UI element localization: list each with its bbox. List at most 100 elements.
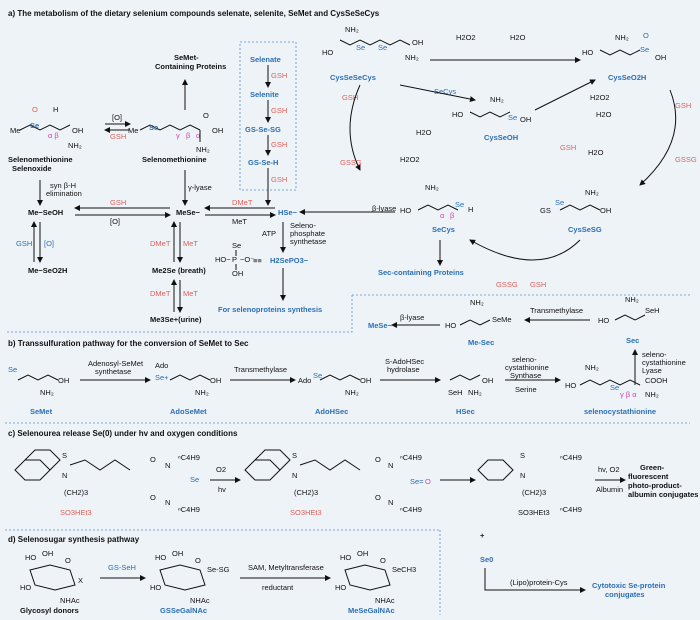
gseh-node-label: GS-Se-H [248,158,278,167]
svg-text:OH: OH [655,53,666,62]
svg-text:ⁿC4H9: ⁿC4H9 [178,453,200,462]
svg-text:S: S [520,451,525,460]
o-blue-label: [O] [44,239,54,248]
secys-label: SeCys [432,225,455,234]
svg-text:NH₂: NH₂ [425,183,439,192]
svg-text:Ado: Ado [155,361,168,370]
secys-arrow-label: SeCys [434,87,456,96]
h2o2-right: H2O2 [590,93,610,102]
cyssesg-label: CysSeSG [568,225,602,234]
selenophosphate-structure: Se HO− P −O⁻ OH [215,241,254,278]
gssg-bottom: GSSG [496,280,518,289]
header-c: c) Selenourea release Se(0) under hv and… [8,429,238,438]
o-bracket-label: [O] [112,113,122,122]
svg-text:NH₂: NH₂ [345,388,359,397]
svg-text:OH: OH [412,38,423,47]
svg-text:Se: Se [555,198,564,207]
dmet-label: DMeT [232,198,253,207]
svg-text:OH: OH [232,269,243,278]
svg-text:OH: OH [357,549,368,558]
svg-text:γ β α: γ β α [620,390,637,399]
gssegalnac-structure: HO OH O HO Se-SG NHAc [150,549,230,605]
svg-text:Se: Se [8,365,17,374]
svg-text:Ado: Ado [298,376,311,385]
svg-text:O: O [150,455,156,464]
mese-minus-right-label: MeSe− [368,321,393,330]
gssg-node-label: GS-Se-SG [245,125,281,134]
cysseoh-structure: HO NH₂ Se OH [452,95,531,124]
svg-text:HO: HO [452,110,463,119]
svg-text:P: P [232,255,237,264]
svg-text:S: S [62,451,67,460]
gsh-left-cycle: GSH [342,93,358,102]
svg-text:NH₂: NH₂ [468,388,482,397]
gsh-right: GSH [560,143,576,152]
svg-text:N: N [165,461,170,470]
svg-text:Me: Me [10,126,20,135]
selenite-label: Selenite [250,90,279,99]
svg-text:Se: Se [313,371,322,380]
svg-text:O: O [203,111,209,120]
svg-text:Se: Se [149,123,158,132]
svg-text:Se: Se [455,200,464,209]
svg-text:Se: Se [378,43,387,52]
svg-text:(CH2)3: (CH2)3 [522,488,546,497]
svg-text:S: S [292,451,297,460]
se0-arrow [484,568,586,593]
svg-text:ⁿC4H9: ⁿC4H9 [560,505,582,514]
svg-text:OH: OH [210,376,221,385]
svg-text:OH: OH [360,376,371,385]
sec-structure: HO NH₂ SeH [598,295,660,325]
svg-text:HO: HO [565,381,576,390]
svg-text:O: O [150,493,156,502]
beta-lyase-label-2: β-lyase [400,313,424,322]
svg-text:NH₂: NH₂ [625,295,639,304]
svg-text:H: H [53,105,58,114]
cysseo2h-label: CysSeO2H [608,73,646,82]
met-label-2: MeT [183,239,198,248]
plus-sign: + [480,531,485,540]
dmet-label-3: DMeT [150,289,171,298]
selenocystathionine-structure: HO NH₂ Se γ β α COOH NH₂ [565,363,668,399]
header-a: a) The metabolism of the dietary seleniu… [8,9,380,18]
header-d: d) Selenosugar synthesis pathway [8,535,140,544]
cysesecys-to-seoh-arrow [399,84,476,102]
sam-label: SAM, Metyltransferase [248,563,324,572]
svg-text:COOH: COOH [645,376,668,385]
separator-a2 [5,295,353,333]
svg-text:NH₂: NH₂ [470,298,484,307]
svg-text:N: N [520,471,525,480]
semet-b-structure: Se OH NH₂ [8,365,69,397]
serine-label: Serine [515,385,537,394]
selenourea-3-structure: S N (CH2)3 SO3HEt3 ⁿC4H9 ⁿC4H9 [477,451,582,517]
dmet-label-2: DMeT [150,239,171,248]
glycosyl-structure: HO OH O HO X NHAc [20,549,83,605]
selenoxide-structure: Me Se O H α β OH NH₂ [10,105,83,150]
svg-text:OH: OH [212,126,223,135]
svg-text:NHAc: NHAc [190,596,210,605]
me3se-label: Me3Se+(urine) [150,315,202,324]
svg-text:(CH2)3: (CH2)3 [294,488,318,497]
svg-text:N: N [292,471,297,480]
albumin-label: Albumin [596,485,623,494]
gsh-label-6: GSH [110,198,126,207]
svg-text:O: O [425,477,431,486]
svg-text:N: N [165,498,170,507]
svg-text:ⁿC4H9: ⁿC4H9 [178,505,200,514]
mesoh-label: Me−SeOH [28,208,63,217]
sec-label: Sec [626,336,639,345]
svg-text:Se: Se [190,475,199,484]
svg-text:(CH2)3: (CH2)3 [64,488,88,497]
svg-text:NH₂: NH₂ [40,388,54,397]
svg-text:OH: OH [58,376,69,385]
svg-text:Se-SG: Se-SG [207,565,230,574]
svg-text:HO: HO [150,583,161,592]
svg-text:HO: HO [340,553,351,562]
svg-text:HO: HO [335,583,346,592]
lipoprotein-label: (Lipo)protein-Cys [510,578,568,587]
